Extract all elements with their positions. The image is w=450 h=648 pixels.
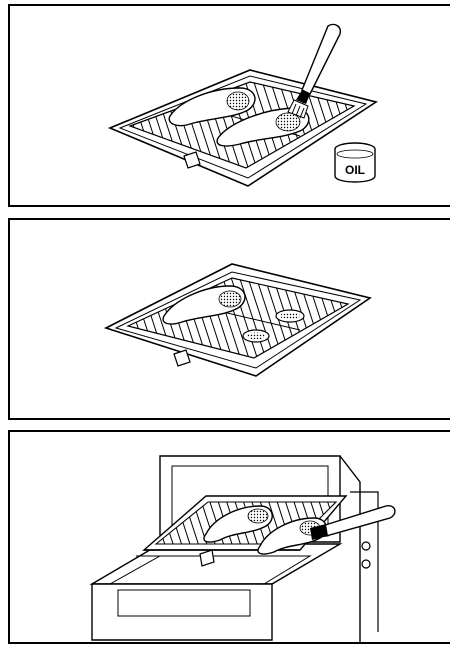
step-1-panel: OIL (8, 4, 450, 207)
oven-knob-icon (362, 542, 370, 550)
oven-knob-icon (362, 560, 370, 568)
step-2-panel (8, 218, 450, 420)
sausage-slice-icon (243, 330, 269, 342)
oil-jar-icon: OIL (335, 143, 375, 182)
step-3-panel (8, 430, 450, 644)
oven-insertion-illustration (10, 432, 450, 642)
sausage-slice-icon (276, 310, 304, 322)
oil-jar-label: OIL (345, 163, 365, 177)
meat-on-rack-illustration (10, 220, 450, 418)
oil-brushing-illustration: OIL (10, 6, 450, 205)
oven-door (92, 544, 340, 640)
